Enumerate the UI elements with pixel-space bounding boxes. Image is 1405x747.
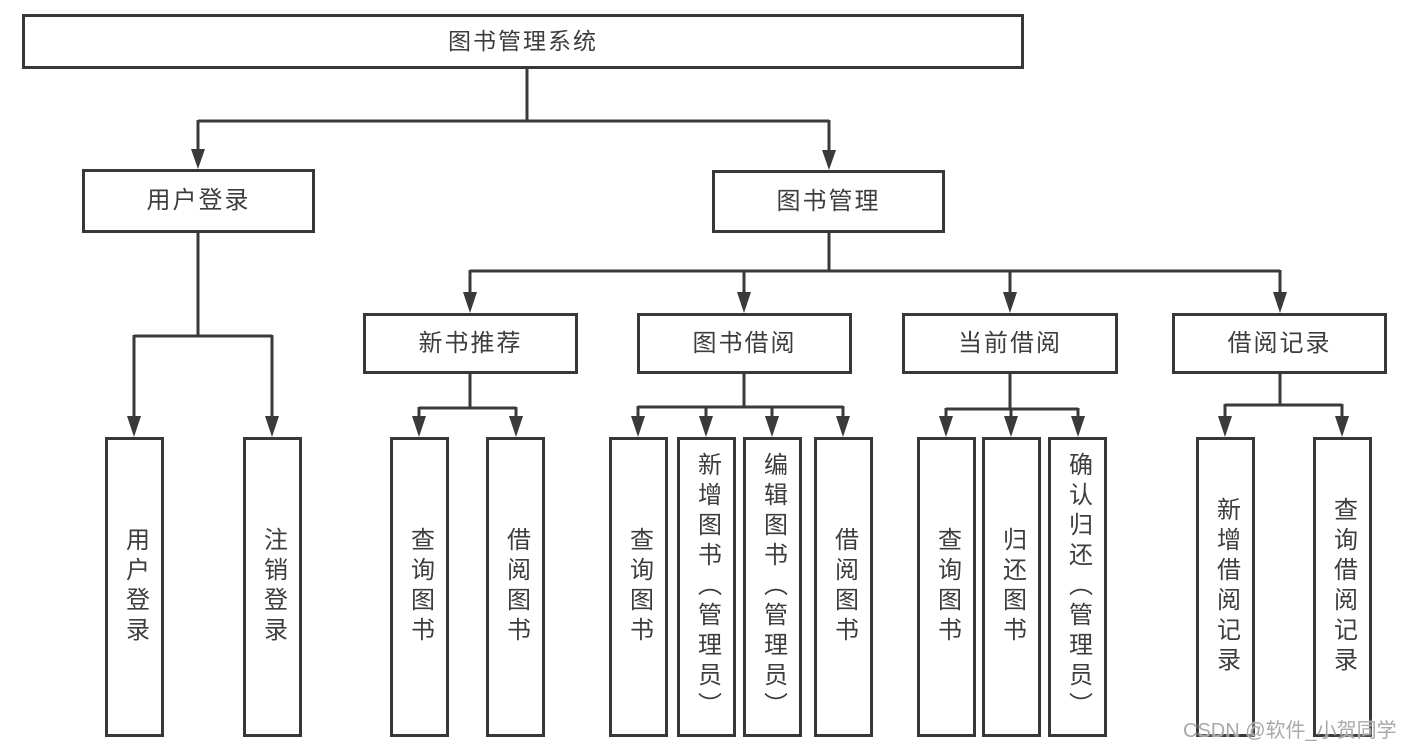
leaf-recommend-query-books: 查询图书 (390, 437, 449, 737)
leaf-edit-book-admin-label: 编辑图书（管理员） (759, 452, 787, 722)
node-current-borrowing: 当前借阅 (902, 313, 1118, 374)
node-borrowing-records: 借阅记录 (1172, 313, 1387, 374)
leaf-add-borrow-record: 新增借阅记录 (1196, 437, 1255, 737)
leaf-return-books-label: 归还图书 (998, 527, 1026, 647)
node-borrowing-records-label: 借阅记录 (1227, 329, 1332, 357)
leaf-return-books: 归还图书 (982, 437, 1041, 737)
leaf-user-login: 用户登录 (105, 437, 164, 737)
connector-userlogin-to-leaves (127, 233, 279, 437)
watermark: CSDN @软件_小贺同学 (1183, 720, 1397, 742)
leaf-user-login-label: 用户登录 (121, 527, 149, 647)
leaf-edit-book-admin: 编辑图书（管理员） (743, 437, 802, 737)
leaf-current-query-books: 查询图书 (917, 437, 976, 737)
leaf-logout: 注销登录 (243, 437, 302, 737)
connector-root-to-level2 (191, 69, 836, 170)
leaf-add-book-admin: 新增图书（管理员） (677, 437, 736, 737)
node-new-book-recommendation: 新书推荐 (363, 313, 578, 374)
leaf-logout-label: 注销登录 (259, 527, 287, 647)
connector-borrowing-to-leaves (631, 374, 850, 437)
leaf-query-borrow-record: 查询借阅记录 (1313, 437, 1372, 737)
node-book-management: 图书管理 (712, 170, 945, 233)
leaf-recommend-borrow-books-label: 借阅图书 (502, 527, 530, 647)
connector-records-to-leaves (1218, 374, 1349, 437)
leaf-add-borrow-record-label: 新增借阅记录 (1212, 497, 1240, 677)
leaf-recommend-query-books-label: 查询图书 (406, 527, 434, 647)
leaf-current-query-books-label: 查询图书 (933, 527, 961, 647)
leaf-query-borrow-record-label: 查询借阅记录 (1329, 497, 1357, 677)
node-current-borrowing-label: 当前借阅 (958, 329, 1062, 357)
leaf-add-book-admin-label: 新增图书（管理员） (693, 452, 721, 722)
leaf-borrowing-query-books-label: 查询图书 (625, 527, 653, 647)
leaf-borrowing-borrow-books-label: 借阅图书 (830, 527, 858, 647)
leaf-recommend-borrow-books: 借阅图书 (486, 437, 545, 737)
leaf-confirm-return-admin-label: 确认归还（管理员） (1064, 452, 1092, 722)
node-book-borrowing: 图书借阅 (637, 313, 852, 374)
node-user-login-label: 用户登录 (146, 187, 251, 214)
node-root-label: 图书管理系统 (448, 28, 598, 54)
leaf-borrowing-borrow-books: 借阅图书 (814, 437, 873, 737)
node-book-management-label: 图书管理 (776, 187, 881, 215)
node-book-borrowing-label: 图书借阅 (692, 329, 797, 357)
connector-current-to-leaves (939, 374, 1085, 437)
node-root: 图书管理系统 (22, 14, 1024, 69)
leaf-confirm-return-admin: 确认归还（管理员） (1048, 437, 1107, 737)
leaf-borrowing-query-books: 查询图书 (609, 437, 668, 737)
node-new-book-recommendation-label: 新书推荐 (418, 329, 523, 357)
connector-recommend-to-leaves (412, 374, 523, 437)
connector-bookmgmt-to-level3 (463, 233, 1287, 313)
node-user-login: 用户登录 (82, 169, 315, 233)
